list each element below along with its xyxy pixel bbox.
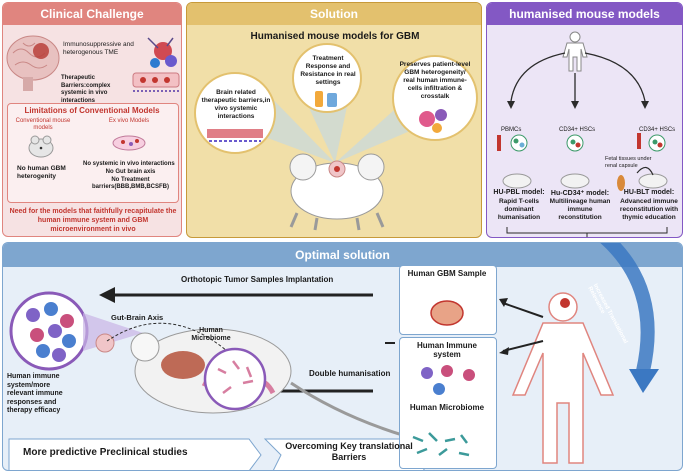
exvivo-bullet-3: No Treatment barriers(BBB,BMB,BCSFB) [91, 177, 169, 190]
gbm-sample-label: Human GBM Sample [407, 269, 487, 278]
need-for-models-text: Need for the models that faithfully reca… [9, 208, 177, 233]
exvivo-bullet-2: No Gut brain axis [105, 169, 156, 175]
exvivo-bullet-1: No systemic in vivo interactions [83, 161, 175, 167]
barrier-label: Therapeutic Barriers:complex systemic in… [61, 75, 111, 104]
optimal-header: Optimal solution [3, 243, 682, 267]
optimal-solution-panel: Optimal solution [2, 242, 683, 471]
pbmc-label: PBMCs [501, 127, 522, 133]
hu-pbl-title: HU-PBL model: [493, 189, 545, 196]
humanised-models-panel: humanised mouse models PBMCs CD34+ HSCs … [486, 2, 683, 238]
solution-subtitle: Humanised mouse models for GBM [250, 31, 420, 42]
immune-system-text: Human immune system/more relevant immune… [7, 373, 63, 414]
hu-cd34-desc: Multilineage human immune reconstitution [549, 198, 611, 221]
solution-header: Solution [187, 3, 481, 25]
tumor-microenvironment-icon [147, 37, 177, 68]
conventional-mouse-icon [28, 135, 54, 158]
predictive-studies-label: More predictive Preclinical studies [23, 447, 188, 458]
human-microbiome-label: Human Microbiome [409, 403, 485, 412]
limitations-title: Limitations of Conventional Models [24, 106, 160, 115]
clinical-challenge-panel: Clinical Challenge Immunosuppressive and… [2, 2, 182, 237]
gbm-tissue-icon [430, 300, 464, 326]
immune-system-box [399, 337, 497, 469]
orthotopic-label: Orthotopic Tumor Samples Implantation [181, 275, 334, 284]
immune-system-label: Human Immune system [416, 341, 477, 359]
conventional-bullet: No human GBM heterogenity [17, 165, 66, 180]
cd34-label-2: CD34+ HSCs [639, 127, 676, 133]
hu-pbl-desc: Rapid T-cells dominant humanisation [497, 198, 541, 221]
solution-illustration [194, 43, 478, 231]
cd34-label-1: CD34+ HSCs [559, 127, 596, 133]
double-humanisation-label: Double humanisation [309, 369, 391, 378]
exvivo-models-label: Ex vivo Models [108, 118, 150, 124]
optimal-illustration [8, 243, 659, 470]
hu-cd34-title: Hu-CD34⁺ model: [550, 190, 610, 197]
brain-icon [6, 35, 60, 91]
humanised-illustration [497, 31, 668, 237]
bubble-treatment-response: Treatment Response and Resistance in rea… [300, 55, 356, 86]
tme-label: Immunosuppressive and heterogenous TME [63, 41, 134, 56]
fetal-tissue-label: Fetal tissues under renal capsule [605, 156, 652, 169]
clinical-challenge-header: Clinical Challenge [3, 3, 181, 25]
immune-cells-icon [421, 365, 475, 395]
hu-blt-desc: Advanced immune reconstitution with thym… [619, 198, 679, 221]
bacteria-icon [412, 432, 470, 457]
bubble-heterogeneity: Preserves patient-level GBM heterogeneit… [399, 61, 471, 100]
gut-brain-label: Gut-Brain Axis [111, 313, 164, 322]
solution-panel: Solution Humanised mouse models for GBM … [186, 2, 482, 238]
humanised-header: humanised mouse models [487, 3, 682, 25]
hu-blt-title: HU-BLT model: [623, 189, 675, 196]
petri-dish-icon [112, 135, 146, 151]
bubble-brain-barriers: Brain related therapeutic barriers,in vi… [201, 89, 271, 120]
conventional-models-label: Conventional mouse models [15, 118, 71, 131]
overcoming-barriers-label: Overcoming Key translational Barriers [285, 441, 413, 462]
microbiome-label: Human Microbiome [191, 327, 231, 342]
vessel-barrier-icon [132, 72, 180, 92]
